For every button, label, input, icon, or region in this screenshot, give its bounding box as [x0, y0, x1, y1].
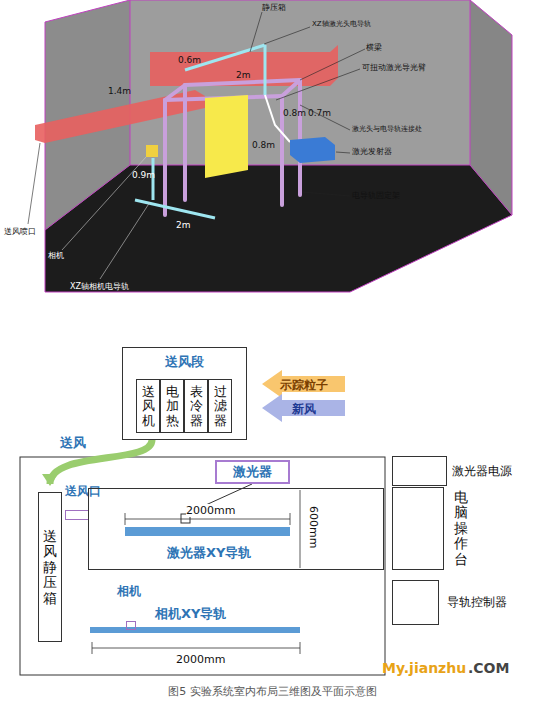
node-text: 电加热 [166, 385, 179, 428]
node-box: 过滤器 [208, 379, 232, 433]
camera-rail [135, 158, 215, 218]
node-box: 电加热 [160, 379, 184, 433]
rail-frame [165, 80, 300, 215]
callout-label: 送风喷口 [4, 226, 36, 237]
node-box: 电脑操作台 [392, 487, 482, 570]
callout-label: 示踪粒子 [280, 377, 328, 394]
callout-label: 激光头与电导轨连接处 [352, 124, 422, 134]
shape-box [392, 487, 444, 570]
node-box: 导轨控制器 [392, 580, 542, 625]
shape-box [65, 510, 89, 520]
callout-label: 新风 [292, 401, 316, 418]
node-text: 过滤器 [214, 385, 227, 428]
room-edges [45, 0, 512, 292]
node-box: 送风口 [63, 483, 115, 523]
node-text: 激光器 [233, 463, 272, 481]
node-text: 激光器电源 [452, 463, 512, 480]
figure-caption: 图5 实验系统室内布局三维图及平面示意图 [0, 684, 545, 699]
floor [45, 165, 512, 292]
node-text: 激光器XY导轨 [167, 544, 251, 562]
callout-label: 静压箱 [262, 2, 286, 13]
callout-label: 激光发射器 [352, 146, 392, 157]
callout-label: 相机XY导轨 [155, 605, 226, 623]
node-text: 送风段 [123, 353, 246, 371]
dimension-label: 1.4m [108, 86, 131, 96]
node-box: 激光器 [215, 460, 290, 484]
node-box: 激光器XY导轨 [88, 488, 384, 570]
node-box: 相机 [114, 583, 148, 631]
node-box: 激光器电源 [392, 456, 542, 486]
dimension-label: 600mm [307, 506, 320, 548]
shape-box [392, 580, 439, 625]
dimension-label: 2m [176, 220, 191, 230]
watermark: .COM [468, 660, 509, 676]
laser-rail-bar [125, 527, 290, 536]
node-text: 送风静压箱 [43, 529, 57, 606]
camera [146, 145, 158, 157]
callout-label: 横梁 [366, 42, 382, 53]
node-text: 导轨控制器 [447, 594, 507, 611]
light-sheet [205, 95, 248, 178]
dimension-label: 2000mm [186, 504, 235, 517]
tracer-arrow [262, 370, 345, 398]
static-box [150, 45, 338, 86]
node-text: 送风口 [65, 483, 101, 500]
light-arm [265, 95, 290, 142]
watermark: My.jianzhu [382, 660, 466, 676]
room-outline [20, 457, 385, 675]
edge-label: 送风 [58, 434, 88, 452]
callout-label: XZ轴相机电导轨 [70, 281, 129, 292]
node-box: 送风静压箱 [38, 492, 62, 642]
dimension-label: 0.7m [308, 108, 331, 118]
dimension-label: 0.8m [252, 140, 275, 150]
leader-lines [28, 12, 365, 279]
fresh-air-arrow [262, 394, 345, 422]
dimension-label: 0.8m [283, 108, 306, 118]
node-text: 相机 [117, 583, 141, 600]
back-wall [130, 0, 470, 165]
shape-box [392, 456, 447, 486]
callout-label: XZ轴激光头电导轨 [312, 19, 371, 29]
node-text: 表冷器 [190, 385, 203, 428]
node-text: 送风机 [142, 385, 155, 428]
laser-emitter [290, 137, 335, 163]
shape-box [126, 621, 136, 630]
dimension-label: 2m [236, 70, 251, 80]
callout-label: 可扭动激光导光臂 [362, 62, 426, 73]
callout-label: 相机 [48, 250, 64, 261]
node-box: 送风机 [136, 379, 160, 433]
node-text: 电脑操作台 [454, 490, 468, 567]
node-box: 表冷器 [184, 379, 208, 433]
dimension-label: 0.9m [132, 170, 155, 180]
dimension-label: 0.6m [178, 55, 201, 65]
camera-rail-bar [90, 627, 300, 633]
dimension-label: 2000mm [176, 653, 225, 666]
laser-rail [185, 45, 265, 95]
callout-label: 电导轨固定架 [352, 190, 400, 201]
node-box: 送风段送风机电加热表冷器过滤器 [122, 347, 247, 440]
